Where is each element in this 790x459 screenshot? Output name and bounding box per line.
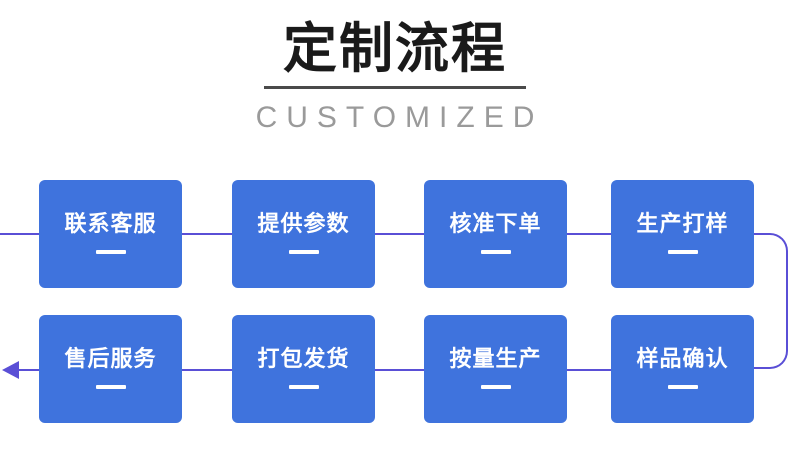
flow-step-label: 核准下单	[449, 212, 542, 237]
underline-accent	[667, 250, 698, 254]
flow-step-packing-shipping[interactable]: 打包发货	[232, 315, 375, 423]
flow-step-label: 打包发货	[257, 347, 350, 372]
connector-row1-2-3	[375, 233, 424, 235]
flow-chart: 联系客服 提供参数 核准下单 生产打样 售后服务 打包发货 按量生产	[0, 160, 790, 459]
underline-accent	[95, 250, 126, 254]
flow-step-after-sales[interactable]: 售后服务	[39, 315, 182, 423]
connector-row2-3-4	[567, 369, 611, 371]
header: 定制流程 CUSTOMIZED	[0, 0, 790, 133]
flow-step-sample-confirmation[interactable]: 样品确认	[611, 315, 754, 423]
connector-entry	[0, 233, 39, 235]
flow-step-label: 提供参数	[257, 212, 350, 237]
flow-step-label: 按量生产	[449, 347, 542, 372]
connector-wrap-right	[754, 233, 788, 369]
underline-accent	[95, 385, 126, 389]
flow-step-contact-service[interactable]: 联系客服	[39, 180, 182, 288]
underline-accent	[288, 385, 319, 389]
flow-step-label: 样品确认	[636, 347, 729, 372]
connector-row1-1-2	[182, 233, 232, 235]
page-title: 定制流程	[283, 17, 507, 80]
flow-step-label: 联系客服	[64, 212, 157, 237]
connector-exit-line	[18, 369, 40, 371]
underline-accent	[480, 385, 511, 389]
flow-step-label: 生产打样	[636, 212, 729, 237]
flow-step-production-sample[interactable]: 生产打样	[611, 180, 754, 288]
underline-accent	[480, 250, 511, 254]
underline-accent	[667, 385, 698, 389]
page-subtitle: CUSTOMIZED	[255, 101, 544, 134]
flow-step-label: 售后服务	[64, 347, 157, 372]
flow-step-provide-parameters[interactable]: 提供参数	[232, 180, 375, 288]
flow-step-bulk-production[interactable]: 按量生产	[424, 315, 567, 423]
connector-row2-2-3	[375, 369, 424, 371]
title-divider	[264, 86, 526, 89]
connector-row1-3-4	[567, 233, 611, 235]
underline-accent	[288, 250, 319, 254]
flow-step-approve-order[interactable]: 核准下单	[424, 180, 567, 288]
arrow-left-icon	[2, 361, 19, 379]
connector-row2-1-2	[182, 369, 232, 371]
